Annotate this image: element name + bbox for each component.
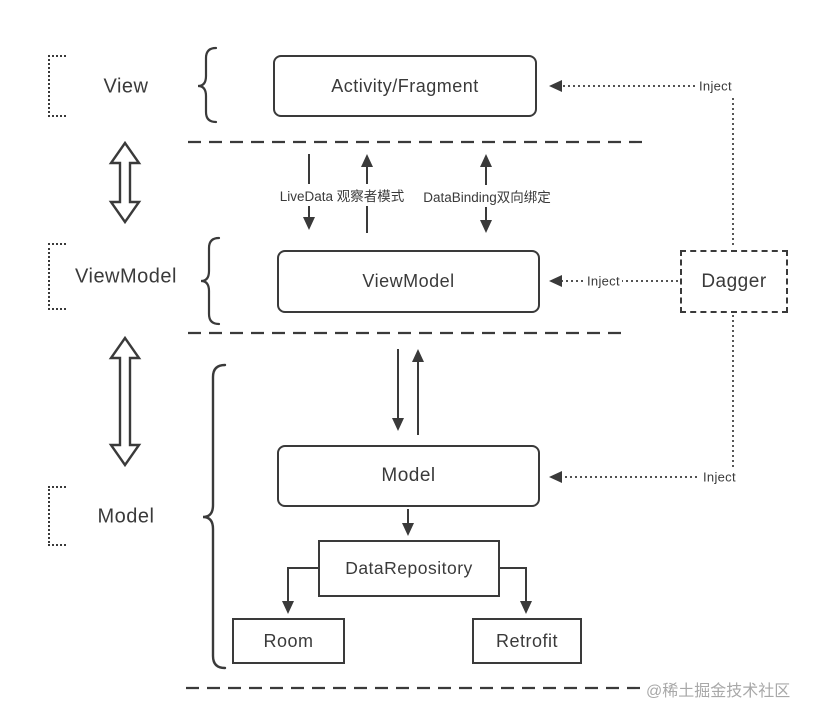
- inject-model-label: Inject: [701, 469, 738, 485]
- model-box: Model: [277, 445, 540, 507]
- viewmodel-layer-bracket: [48, 243, 66, 310]
- view-layer-label: View: [103, 75, 149, 98]
- model-layer-bracket: [48, 486, 66, 546]
- dagger-box: Dagger: [680, 250, 788, 313]
- inject-dotted-lines: [549, 80, 734, 483]
- viewmodel-layer-label: ViewModel: [75, 265, 177, 288]
- retrofit-box-label: Retrofit: [495, 630, 559, 651]
- view-layer-bracket: [48, 55, 66, 117]
- retrofit-box: Retrofit: [472, 618, 582, 664]
- layer-sync-arrows: [108, 140, 142, 468]
- activity-fragment-box: Activity/Fragment: [273, 55, 537, 117]
- model-layer-label: Model: [97, 505, 155, 528]
- databinding-edge-label: DataBinding双向绑定: [420, 185, 554, 207]
- layer-braces: [197, 46, 227, 670]
- dagger-box-label: Dagger: [701, 270, 767, 292]
- room-box: Room: [232, 618, 345, 664]
- data-flow-arrows: [282, 154, 532, 614]
- activity-fragment-label: Activity/Fragment: [331, 75, 479, 96]
- livedata-edge-label: LiveData 观察者模式: [276, 184, 408, 206]
- room-box-label: Room: [263, 630, 314, 651]
- inject-view-label: Inject: [697, 78, 734, 94]
- inject-viewmodel-label: Inject: [585, 273, 622, 289]
- viewmodel-box: ViewModel: [277, 250, 540, 313]
- data-repository-label: DataRepository: [345, 558, 473, 578]
- layer-separator-lines: [186, 140, 650, 690]
- viewmodel-box-label: ViewModel: [362, 271, 455, 291]
- juejin-watermark: @稀土掘金技术社区: [646, 683, 791, 700]
- data-repository-box: DataRepository: [318, 540, 500, 597]
- model-box-label: Model: [381, 465, 436, 486]
